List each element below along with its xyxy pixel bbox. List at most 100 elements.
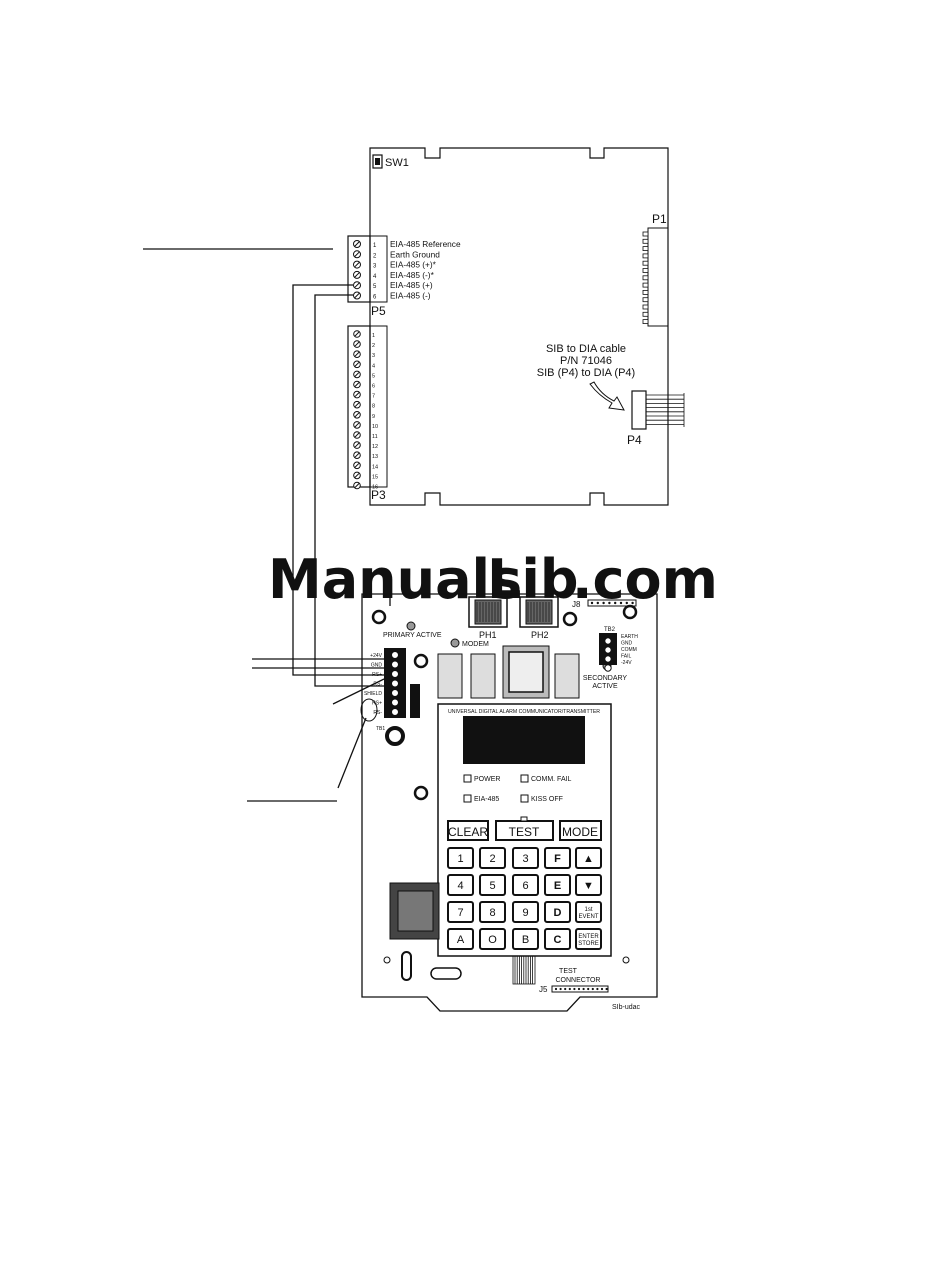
keypad-key[interactable]: O xyxy=(479,928,506,950)
keypad-key[interactable]: 1 xyxy=(447,847,474,869)
p3-pin-strip xyxy=(369,325,388,488)
test-key[interactable]: TEST xyxy=(495,816,554,841)
keypad-key[interactable]: C xyxy=(544,928,571,950)
keypad-key[interactable]: ▲ xyxy=(575,847,602,869)
keypad-key-label: C xyxy=(554,934,562,946)
keypad-key[interactable]: 6 xyxy=(512,874,539,896)
comm-fail-led-label: COMM. FAIL xyxy=(531,776,572,783)
ic-chip xyxy=(508,651,544,693)
keypad-key[interactable]: F xyxy=(544,847,571,869)
p5-pin-number: 4 xyxy=(373,274,377,280)
test-ribbon-cable xyxy=(512,955,536,985)
phone-jack-ph1 xyxy=(468,596,508,628)
power-led-label: POWER xyxy=(474,776,500,783)
secondary-active-line2: ACTIVE xyxy=(592,683,618,690)
tb1-rs485-out-circle xyxy=(360,698,378,722)
tb2-terminal-label: GND xyxy=(621,641,633,647)
keypad-key-label: 5 xyxy=(489,880,495,892)
p5-signal-label: EIA-485 Reference xyxy=(390,239,461,249)
keypad-key-label: 4 xyxy=(457,880,463,892)
mode-key[interactable]: MODE xyxy=(559,820,602,841)
p5-label: P5 xyxy=(371,304,386,318)
mounting-hole xyxy=(371,609,387,625)
test-connector-line2: CONNECTOR xyxy=(556,977,601,984)
p3-pin-number: 7 xyxy=(372,394,375,400)
keypad-key-label: 2 xyxy=(489,853,495,865)
p5-signal-label: EIA-485 (+)* xyxy=(390,260,437,270)
callout-lead xyxy=(337,717,367,789)
keypad-key[interactable]: D xyxy=(544,901,571,923)
secondary-active-line1: SECONDARY xyxy=(583,675,628,682)
test-key-label: TEST xyxy=(509,825,540,839)
clear-key[interactable]: CLEAR xyxy=(447,820,489,841)
keypad-key[interactable]: E xyxy=(544,874,571,896)
p5-pin-number: 3 xyxy=(373,264,377,270)
p3-pin-number: 15 xyxy=(372,474,378,480)
mounting-hole xyxy=(622,956,630,964)
j8-pins xyxy=(590,601,634,605)
cable-note-line3: SIB (P4) to DIA (P4) xyxy=(537,367,635,379)
cable-note-line2: P/N 71046 xyxy=(560,355,612,367)
p1-label: P1 xyxy=(652,212,667,226)
kiss-off-led-label: KISS OFF xyxy=(531,796,563,803)
mounting-holes xyxy=(371,604,638,964)
component-block xyxy=(554,653,580,699)
tb1-terminal-label: +24V xyxy=(370,653,382,659)
eia485-led-label: EIA-485 xyxy=(474,796,499,803)
keypad-key[interactable]: B xyxy=(512,928,539,950)
tb2-terminal-label: EARTH xyxy=(621,634,638,640)
mounting-hole xyxy=(385,726,405,746)
mounting-hole xyxy=(562,611,578,627)
j8-label: J8 xyxy=(572,600,581,609)
sib-outline xyxy=(369,147,669,506)
keypad-key[interactable]: 5 xyxy=(479,874,506,896)
keypad-key-label: O xyxy=(488,934,497,946)
mounting-hole xyxy=(383,956,391,964)
power-led-indicator xyxy=(463,774,472,783)
keypad-key-label: E xyxy=(554,880,561,892)
p3-pin-number: 6 xyxy=(372,384,375,390)
j8-header xyxy=(587,599,637,607)
tb1-terminal-label: RS- xyxy=(373,710,382,716)
keypad-key[interactable]: 8 xyxy=(479,901,506,923)
field-wiring xyxy=(143,248,391,802)
component-block xyxy=(437,653,463,699)
p3-label: P3 xyxy=(371,488,386,502)
keypad-key[interactable]: 2 xyxy=(479,847,506,869)
keypad-key[interactable]: 9 xyxy=(512,901,539,923)
p3-pin-number: 3 xyxy=(372,353,375,359)
tb2-terminal-label: FAIL xyxy=(621,654,632,660)
keypad-key-label: 9 xyxy=(522,907,528,919)
sw1-label: SW1 xyxy=(385,157,409,169)
keypad-key-label: ENTER xyxy=(578,934,599,940)
p3-pin-number: 11 xyxy=(372,434,378,440)
p1-pins xyxy=(642,231,649,325)
tb1-terminal-label: RS- xyxy=(373,682,382,688)
p3-pin-number: 13 xyxy=(372,454,378,460)
keypad-key[interactable]: 4 xyxy=(447,874,474,896)
p5-pin-number: 6 xyxy=(373,295,377,301)
shield-lead xyxy=(332,678,385,705)
keypad-key[interactable]: A xyxy=(447,928,474,950)
udac-outline xyxy=(361,593,658,1012)
p3-pin-number: 10 xyxy=(372,424,378,430)
cable-note-line1: SIB to DIA cable xyxy=(546,343,626,355)
phone-jack-ph2 xyxy=(519,596,559,628)
primary-active-led xyxy=(406,621,416,631)
mounting-slot xyxy=(401,951,412,981)
keypad-key-label: 8 xyxy=(489,907,495,919)
p3-pin-number: 9 xyxy=(372,414,375,420)
keypad-key[interactable]: ▼ xyxy=(575,874,602,896)
keypad-key[interactable]: 3 xyxy=(512,847,539,869)
tb1-terminal-label: SHIELD xyxy=(364,691,382,697)
keypad-key[interactable]: 7 xyxy=(447,901,474,923)
tb2-terminal-label: COMM xyxy=(621,647,637,653)
keypad-key-label: 1 xyxy=(457,853,463,865)
keypad-key-label: A xyxy=(457,934,465,946)
